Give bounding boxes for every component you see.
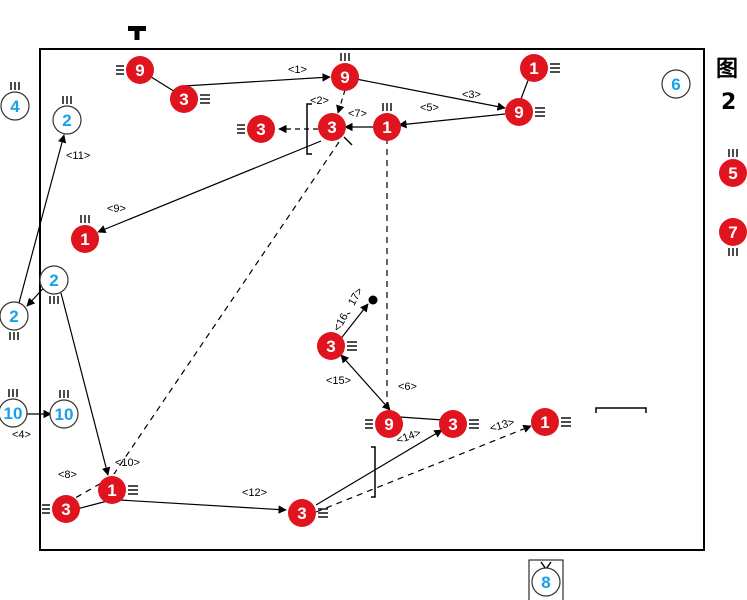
player-token-blue-8: 8 [528,559,564,600]
player-number: 1 [529,59,538,78]
label-3: <3> [462,89,481,101]
player-token-blue-10: 10 [49,390,79,429]
player-token-red-3: 3 [288,499,328,527]
bracket-mark-bottom [371,446,376,498]
player-number: 10 [55,405,74,424]
label-5: <5> [420,102,439,114]
figure-label-number: 2 [721,90,736,115]
player-token-red-1: 1 [520,54,560,82]
label-9: <9> [107,203,126,215]
label-7: <7> [348,108,367,120]
line-10 [60,292,111,476]
player-number: 8 [541,573,550,592]
player-token-blue-2: 2 [39,265,69,304]
figure-label-char: 图 [716,57,738,82]
player-token-red-1: 1 [531,408,571,436]
player-token-red-3: 3 [318,113,353,146]
line-15 [340,354,391,411]
player-number: 3 [448,415,457,434]
player-number: 9 [340,68,349,87]
player-number: 1 [80,230,89,249]
player-number: 1 [107,481,116,500]
movement-lines [18,69,533,514]
line-16-17 [338,303,369,342]
label-1: <1> [288,64,307,76]
player-number: 2 [49,271,58,290]
line-1 [183,73,331,87]
line-11 [18,134,67,304]
player-token-blue-2: 2 [0,301,29,340]
label-12: <12> [242,487,267,499]
player-number: 5 [728,164,737,183]
line-13 [315,424,532,513]
label-4: <4> [12,429,31,441]
label-6: <6> [398,381,417,393]
label-16-17: <16、17> [331,286,366,334]
player-number: 3 [179,90,188,109]
player-token-red-3: 3 [42,495,80,523]
player-token-red-9: 9 [505,98,545,126]
player-token-blue-6: 6 [661,69,691,99]
label-15: <15> [326,375,351,387]
player-number: 3 [297,504,306,523]
label-2: <2> [310,95,329,107]
player-number: 3 [256,120,265,139]
player-number: 3 [326,337,335,356]
player-number: 6 [671,75,680,94]
player-token-red-1: 1 [71,215,99,253]
line-long-dashed [113,141,340,475]
player-token-red-9: 9 [116,56,154,84]
player-number: 9 [514,103,523,122]
player-token-red-3: 3 [237,115,275,143]
player-number: 3 [327,118,336,137]
player-token-blue-2: 2 [52,96,82,135]
player-token-red-3: 3 [317,332,357,360]
player-token-red-3: 3 [170,85,210,113]
line-5 [398,113,506,129]
player-token-blue-10: 10 [0,389,28,428]
player-number: 9 [384,415,393,434]
line-9 [97,140,322,234]
player-number: 7 [728,223,737,242]
label-8: <8> [58,469,77,481]
player-token-red-3: 3 [439,410,479,438]
player-token-red-7: 7 [719,218,747,256]
player-number: 4 [10,97,20,116]
label-11: <11> [66,150,90,162]
player-number: 2 [9,307,18,326]
player-number: 1 [382,118,391,137]
line-14 [315,429,443,506]
line-9d-3e [399,416,444,421]
player-number: 2 [62,111,71,130]
label-10: <10> [115,457,140,469]
line-3 [355,78,506,111]
line-2 [336,89,346,114]
player-number: 3 [61,500,70,519]
field-boundary [39,48,705,551]
player-token-red-9: 9 [331,53,359,91]
player-token-red-9: 9 [365,410,403,438]
player-token-red-1: 1 [373,103,401,141]
player-token-red-1: 1 [98,476,138,504]
player-number: 1 [540,413,549,432]
player-token-blue-4: 4 [0,82,30,121]
player-token-red-5: 5 [719,149,747,187]
line-12 [119,499,287,514]
goal-mark [595,407,647,413]
player-number: 10 [4,404,23,423]
t-marker [128,26,146,40]
ball-point [368,295,378,305]
player-number: 9 [135,61,144,80]
player-tokens: 9 3 9 1 9 3 3 1 1 3 9 3 1 1 3 3 5 7 4 2 6 2 2 10 10 8 [0,53,747,600]
label-13: <13> [489,416,516,434]
